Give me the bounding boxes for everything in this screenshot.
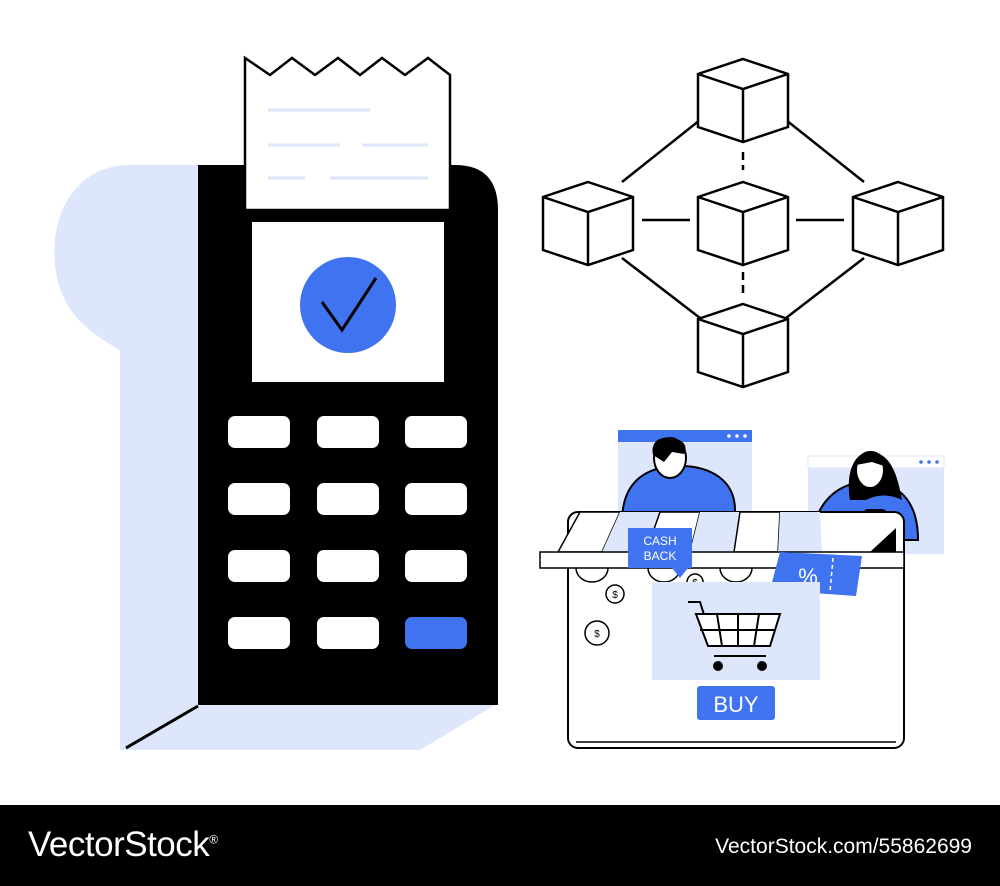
keypad-key bbox=[228, 483, 290, 515]
receipt-lines bbox=[268, 108, 428, 180]
online-shop-scene: CASH BACK % $ $ $ bbox=[539, 430, 945, 749]
coin-icon: $ bbox=[584, 620, 610, 646]
network-connectors bbox=[621, 119, 865, 319]
block-cube-icon bbox=[851, 180, 945, 267]
payment-terminal bbox=[54, 55, 498, 750]
stock-image-url[interactable]: VectorStock.com/55862699 bbox=[715, 835, 972, 858]
blockchain-network bbox=[541, 57, 945, 389]
keypad-key bbox=[228, 617, 290, 649]
keypad-key bbox=[228, 416, 290, 448]
block-cube-icon bbox=[696, 302, 790, 389]
coin-icon: $ bbox=[605, 584, 625, 604]
block-cube-icon bbox=[696, 57, 790, 144]
illustration: CASH BACK % $ $ $ bbox=[54, 55, 945, 750]
keypad-key bbox=[317, 483, 379, 515]
registered-mark: ® bbox=[209, 832, 218, 847]
terminal-shadow-shape bbox=[54, 165, 495, 750]
keypad-key bbox=[405, 550, 467, 582]
block-cube-icon bbox=[696, 180, 790, 267]
vectorstock-logo[interactable]: VectorStock® bbox=[28, 825, 218, 865]
terminal-keypad bbox=[228, 416, 467, 649]
checkmark-icon bbox=[320, 277, 378, 333]
check-circle-icon bbox=[300, 257, 396, 353]
buy-button[interactable]: BUY bbox=[697, 686, 775, 720]
keypad-key bbox=[405, 416, 467, 448]
keypad-key bbox=[228, 550, 290, 582]
brand-name: VectorStock bbox=[28, 825, 210, 864]
shopping-cart-icon bbox=[688, 601, 782, 671]
terminal-shadow-line bbox=[125, 704, 199, 750]
keypad-key bbox=[317, 550, 379, 582]
keypad-key bbox=[317, 416, 379, 448]
buy-button-label[interactable]: BUY bbox=[713, 692, 759, 717]
keypad-key bbox=[405, 483, 467, 515]
keypad-enter-key bbox=[405, 617, 467, 649]
cashback-tag: CASH BACK bbox=[628, 528, 692, 578]
cashback-label-line1: CASH bbox=[643, 534, 676, 548]
receipt-paper bbox=[243, 55, 452, 212]
cashback-label-line2: BACK bbox=[644, 549, 677, 563]
coin-symbol: $ bbox=[612, 590, 618, 601]
keypad-key bbox=[317, 617, 379, 649]
coin-symbol: $ bbox=[594, 629, 600, 640]
network-cubes bbox=[541, 57, 945, 389]
footer-bar: VectorStock® VectorStock.com/55862699 bbox=[0, 805, 1000, 886]
block-cube-icon bbox=[541, 180, 635, 267]
